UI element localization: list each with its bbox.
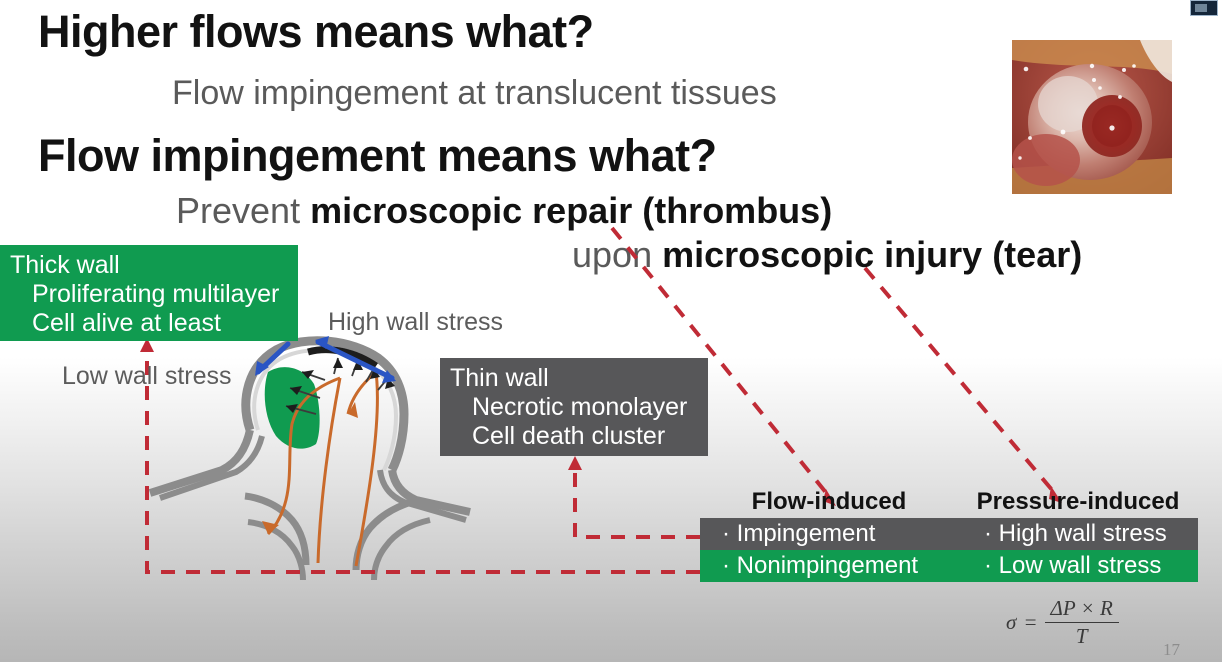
intraoperative-aneurysm-photo [1012, 40, 1172, 194]
page-title-question-1: Higher flows means what? [38, 6, 594, 57]
matrix-cell-high-wall-stress: · High wall stress [984, 520, 1167, 547]
formula-equals: = [1023, 610, 1038, 634]
page-title-question-2: Flow impingement means what? [38, 130, 717, 181]
matrix-header-pressure-induced: Pressure-induced [976, 488, 1180, 515]
matrix-cell-impingement: · Impingement [722, 520, 876, 547]
aneurysm-wall-lumen-edge [252, 348, 399, 471]
aneurysm-outer-wall [241, 336, 409, 473]
flow-streamlines [266, 370, 379, 567]
arrow-impingement-to-thin-wall [573, 470, 700, 539]
parent-vessel-right-inner [377, 469, 467, 523]
matrix-row-impingement: · Impingement · High wall stress [700, 518, 1198, 550]
thin-wall-black-segment [307, 346, 379, 369]
flow-arrowhead-center [348, 402, 358, 418]
video-pip-thumbnail[interactable] [1190, 0, 1218, 16]
formula-denominator: T [1044, 622, 1119, 649]
thin-wall-callout: Thin wall Necrotic monolayer Cell death … [440, 358, 708, 456]
thick-wall-callout: Thick wall Proliferating multilayer Cell… [0, 245, 298, 341]
formula-numerator: ΔP × R [1050, 596, 1113, 620]
parent-vessel-right-outer [388, 469, 471, 516]
answer-1-text: Flow impingement at translucent tissues [172, 74, 777, 112]
arrow-to-pressure-induced [863, 266, 1060, 499]
thin-wall-line-3: Cell death cluster [472, 421, 666, 450]
answer-3-prefix: upon [572, 234, 663, 275]
thin-wall-line-1: Thin wall [450, 364, 549, 392]
thick-wall-line-3: Cell alive at least [32, 308, 221, 337]
answer-3-emphasis: microscopic injury (tear) [662, 234, 1083, 275]
inflow-vessel-left-inner [247, 519, 306, 581]
matrix-header-row: Flow-induced Pressure-induced [700, 488, 1198, 518]
answer-2-line: Prevent microscopic repair (thrombus) [176, 190, 832, 232]
parent-vessel-left-outer [148, 429, 254, 497]
thick-wall-line-2: Proliferating multilayer [32, 279, 280, 308]
wall-stress-arrows [255, 339, 395, 381]
formula-fraction: ΔP × R T [1044, 596, 1119, 649]
aneurysm-photo-svg [1012, 40, 1172, 194]
arrow-impingement-to-thin-wall-head [568, 456, 582, 470]
mechanism-matrix: Flow-induced Pressure-induced · Impingem… [700, 488, 1198, 582]
inflow-vessel-right [352, 496, 421, 571]
matrix-row-nonimpingement: · Nonimpingement · Low wall stress [700, 550, 1198, 582]
wall-stress-formula: σ = ΔP × R T [1006, 596, 1119, 649]
impingement-vectors [285, 357, 389, 415]
label-high-wall-stress: High wall stress [328, 308, 504, 336]
matrix-cell-nonimpingement: · Nonimpingement [722, 552, 919, 579]
matrix-header-flow-induced: Flow-induced [751, 488, 907, 515]
thick-wall-green-region [264, 367, 320, 449]
parent-vessel-left-inner [159, 435, 265, 501]
formula-sigma: σ [1006, 610, 1017, 634]
answer-3-line: upon microscopic injury (tear) [572, 234, 1082, 276]
label-low-wall-stress: Low wall stress [62, 362, 232, 390]
slide-number: 17 [1163, 640, 1180, 659]
impingement-arrowheads [286, 358, 395, 413]
thin-wall-line-2: Necrotic monolayer [472, 392, 688, 421]
flow-arrowhead-left [262, 521, 279, 534]
matrix-cell-low-wall-stress: · Low wall stress [984, 552, 1162, 579]
inflow-vessel-left [244, 492, 310, 566]
answer-2-prefix: Prevent [176, 190, 311, 231]
inflow-vessel-right-inner [371, 517, 431, 581]
thick-wall-line-1: Thick wall [10, 251, 120, 279]
answer-2-emphasis: microscopic repair (thrombus) [310, 190, 833, 231]
